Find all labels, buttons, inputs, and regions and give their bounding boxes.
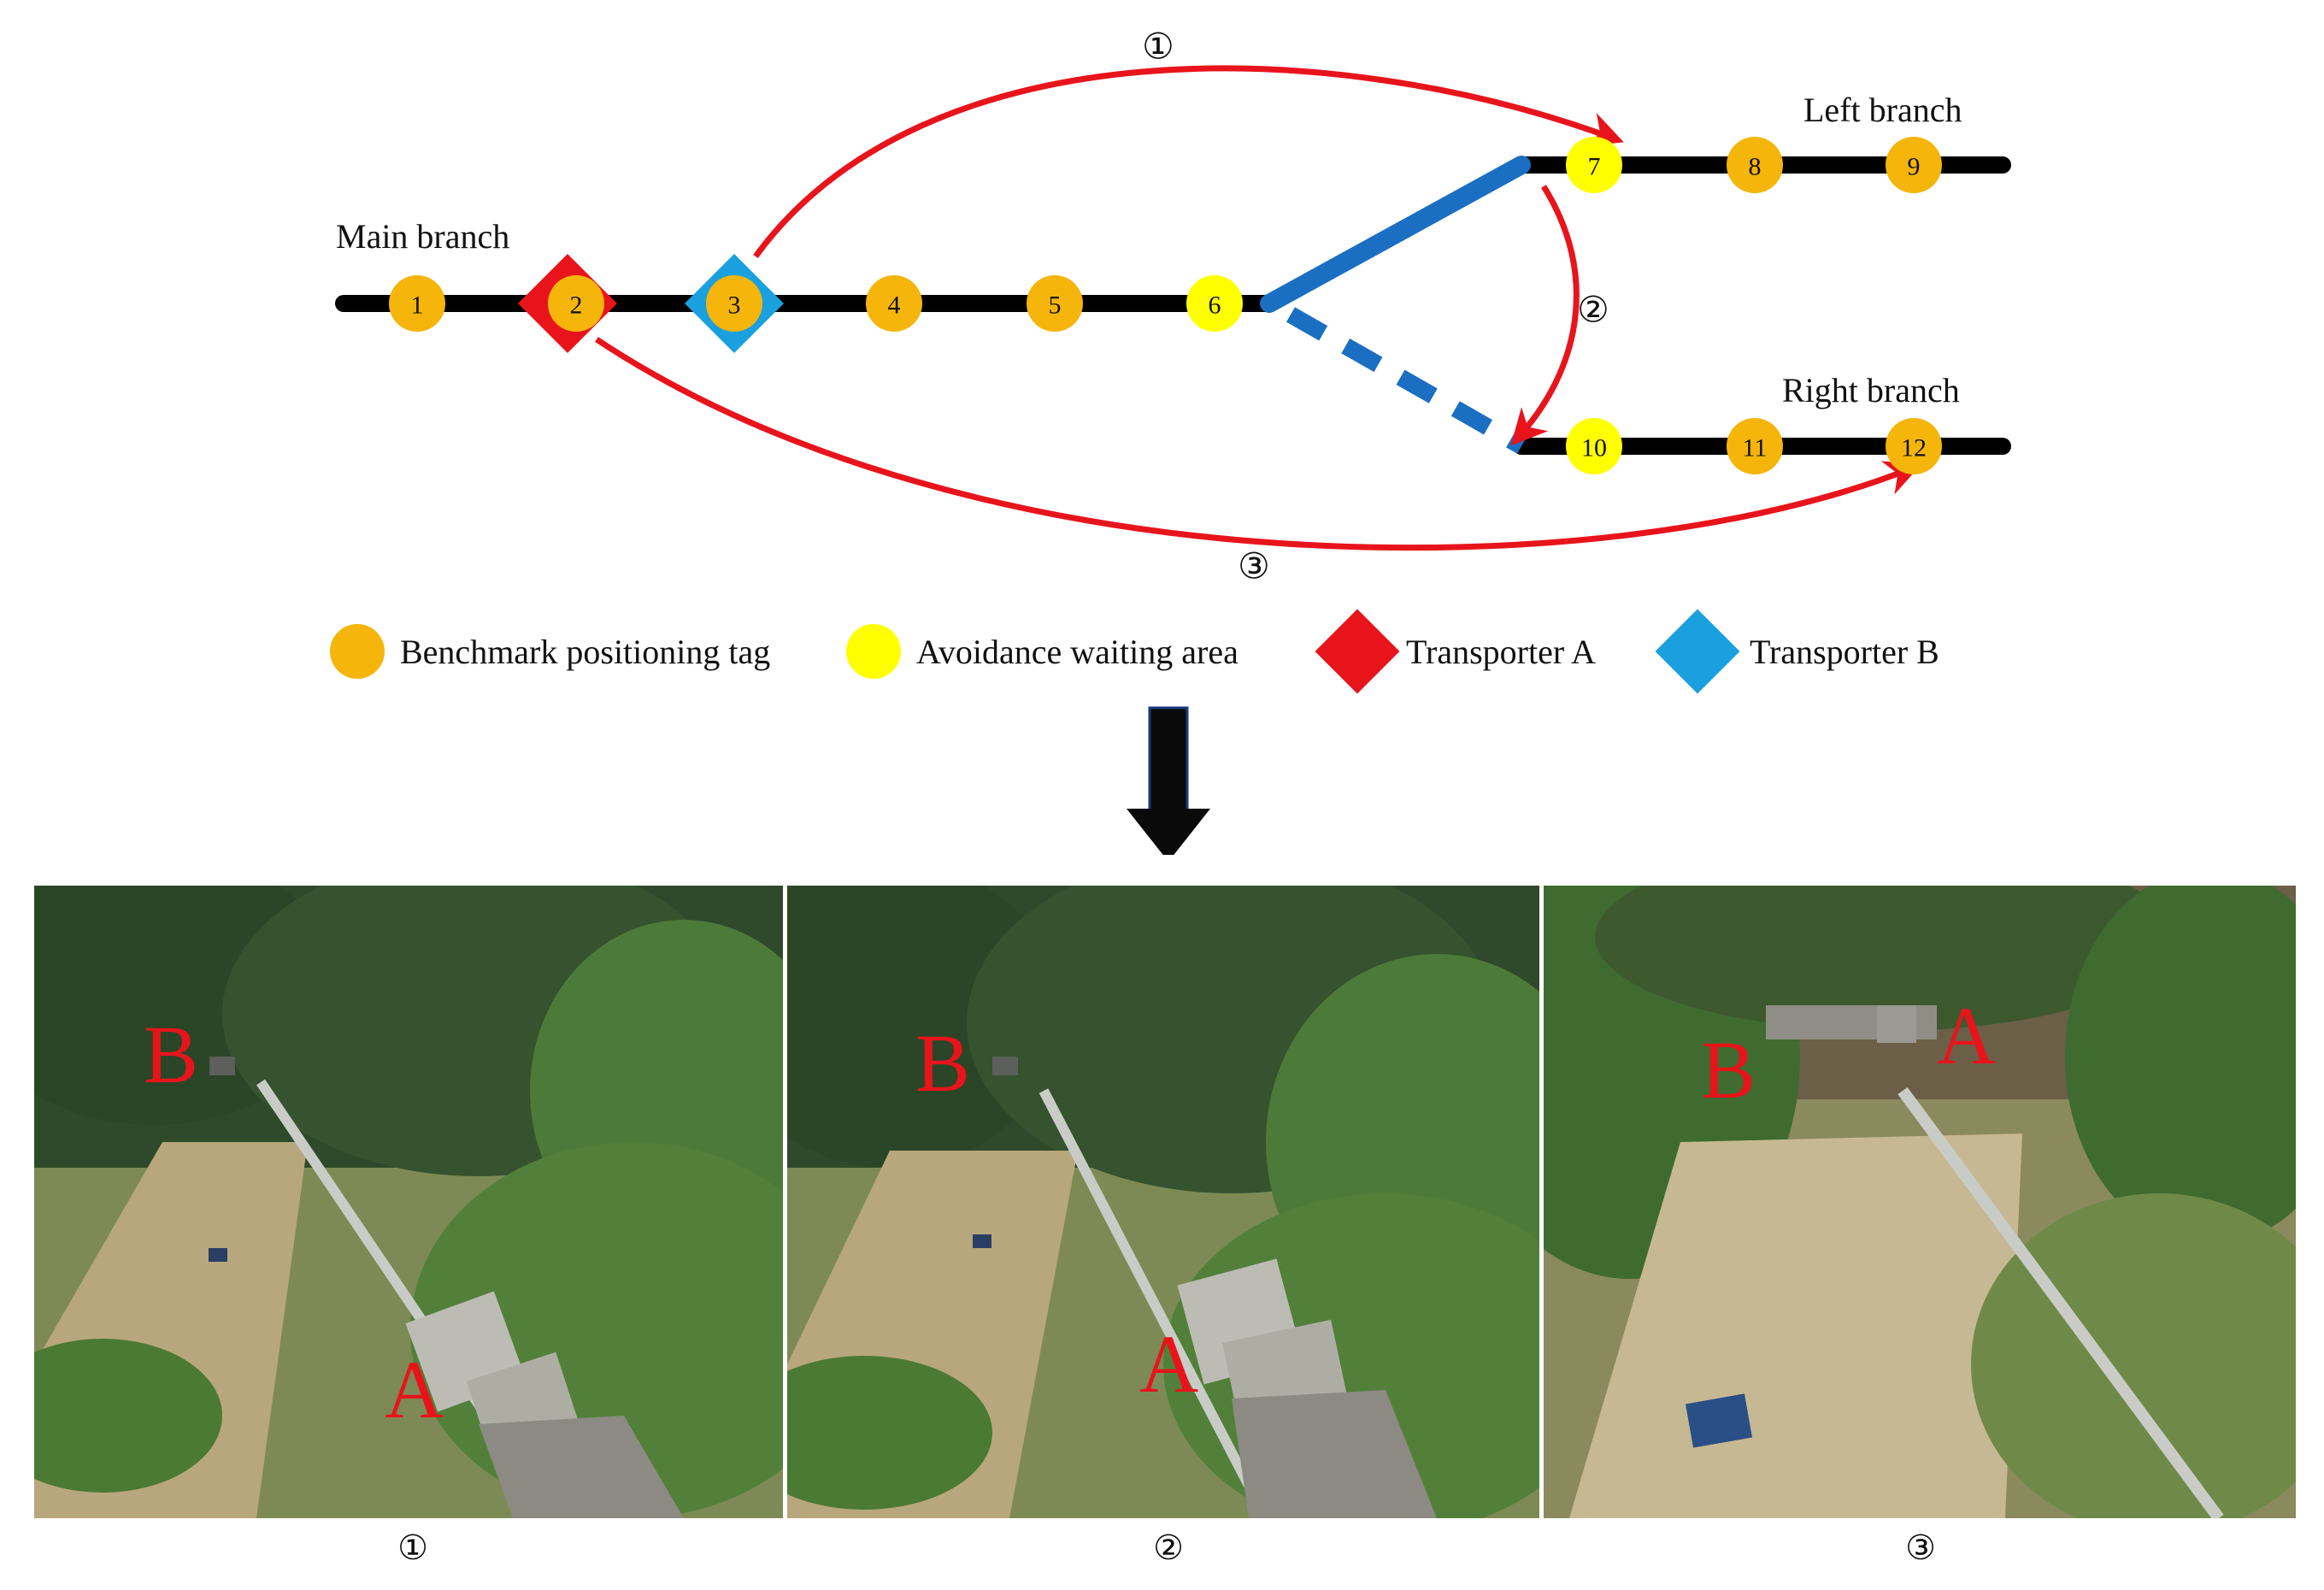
route-1-label: ① [1142, 26, 1174, 68]
tag-2: 2 [548, 275, 604, 332]
tag-8: 8 [1727, 137, 1783, 193]
photo-1: B A [34, 886, 783, 1518]
tag-12: 12 [1886, 418, 1942, 474]
tag-9: 9 [1886, 137, 1942, 193]
photo-2-label-a: A [1139, 1318, 1199, 1410]
tag-3: 3 [706, 275, 762, 332]
photo-1-label-a: A [385, 1344, 444, 1435]
svg-text:1: 1 [411, 292, 424, 320]
tag-5: 5 [1027, 275, 1083, 332]
main-branch-label: Main branch [336, 217, 509, 256]
legend-benchmark-label: Benchmark positioning tag [400, 633, 770, 671]
svg-text:10: 10 [1581, 434, 1607, 462]
down-arrow-icon [1127, 706, 1210, 855]
photo-2-label-b: B [915, 1017, 971, 1109]
route-3-arrow [595, 337, 1921, 551]
tag-1: 1 [389, 275, 445, 332]
photo-3-caption: ③ [1905, 1528, 1936, 1568]
left-branch-label: Left branch [1803, 91, 1962, 129]
legend-avoidance-label: Avoidance waiting area [916, 633, 1238, 671]
tag-4: 4 [866, 275, 922, 332]
svg-text:7: 7 [1588, 153, 1601, 181]
photo-1-caption: ① [397, 1528, 428, 1568]
svg-text:4: 4 [888, 292, 901, 320]
legend-avoidance-swatch [846, 624, 901, 679]
photo-3-label-a: A [1937, 990, 1997, 1081]
legend: Benchmark positioning tag Avoidance wait… [330, 609, 1939, 694]
legend-transporter-a-swatch [1315, 609, 1400, 694]
svg-text:5: 5 [1049, 292, 1062, 320]
legend-transporter-a-label: Transporter A [1406, 633, 1596, 671]
legend-benchmark-swatch [330, 624, 385, 679]
right-branch-label: Right branch [1782, 371, 1960, 409]
route-1-arrow [753, 65, 1624, 259]
svg-text:9: 9 [1908, 153, 1921, 181]
track-diagram: ① ② ③ 1 2 3 4 5 6 [330, 26, 2011, 855]
svg-text:8: 8 [1749, 153, 1762, 181]
switch-inactive-line [1286, 307, 1526, 454]
svg-text:11: 11 [1743, 434, 1768, 462]
legend-transporter-b-swatch [1655, 609, 1740, 694]
photo-2-caption: ② [1153, 1528, 1184, 1568]
route-2-arrow [1510, 185, 1580, 446]
route-2-label: ② [1577, 289, 1609, 331]
switch-active-line [1260, 156, 1531, 313]
photo-3-label-b: B [1701, 1024, 1756, 1116]
tag-10: 10 [1566, 418, 1622, 474]
tag-11: 11 [1727, 418, 1783, 474]
tag-7: 7 [1566, 137, 1622, 193]
svg-text:12: 12 [1901, 434, 1927, 462]
svg-text:6: 6 [1209, 292, 1221, 320]
photo-3: B A [1544, 886, 2296, 1518]
photo-2: B A [787, 886, 1539, 1518]
tag-6: 6 [1186, 275, 1243, 332]
svg-text:2: 2 [570, 292, 583, 320]
svg-text:3: 3 [728, 292, 741, 320]
legend-transporter-b-label: Transporter B [1750, 633, 1939, 671]
photo-1-label-b: B [144, 1009, 199, 1100]
route-3-label: ③ [1238, 545, 1270, 587]
